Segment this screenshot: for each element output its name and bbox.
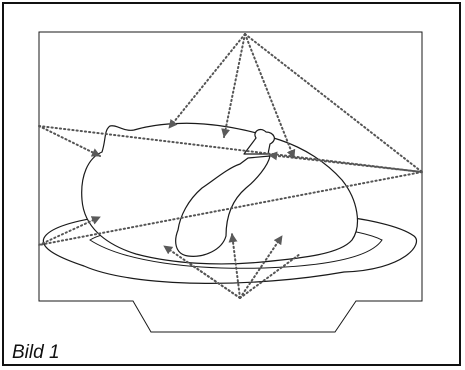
roast-chicken (81, 122, 359, 265)
heating-rays-right (38, 151, 423, 246)
figure-caption: Bild 1 (12, 342, 60, 363)
oven-diagram (38, 31, 423, 333)
heating-rays-top (168, 33, 423, 173)
oven-cavity-outline (38, 31, 423, 333)
figure-frame: Bild 1 (2, 2, 461, 366)
heating-rays-left (38, 125, 423, 173)
heating-rays-bottom (163, 233, 301, 299)
